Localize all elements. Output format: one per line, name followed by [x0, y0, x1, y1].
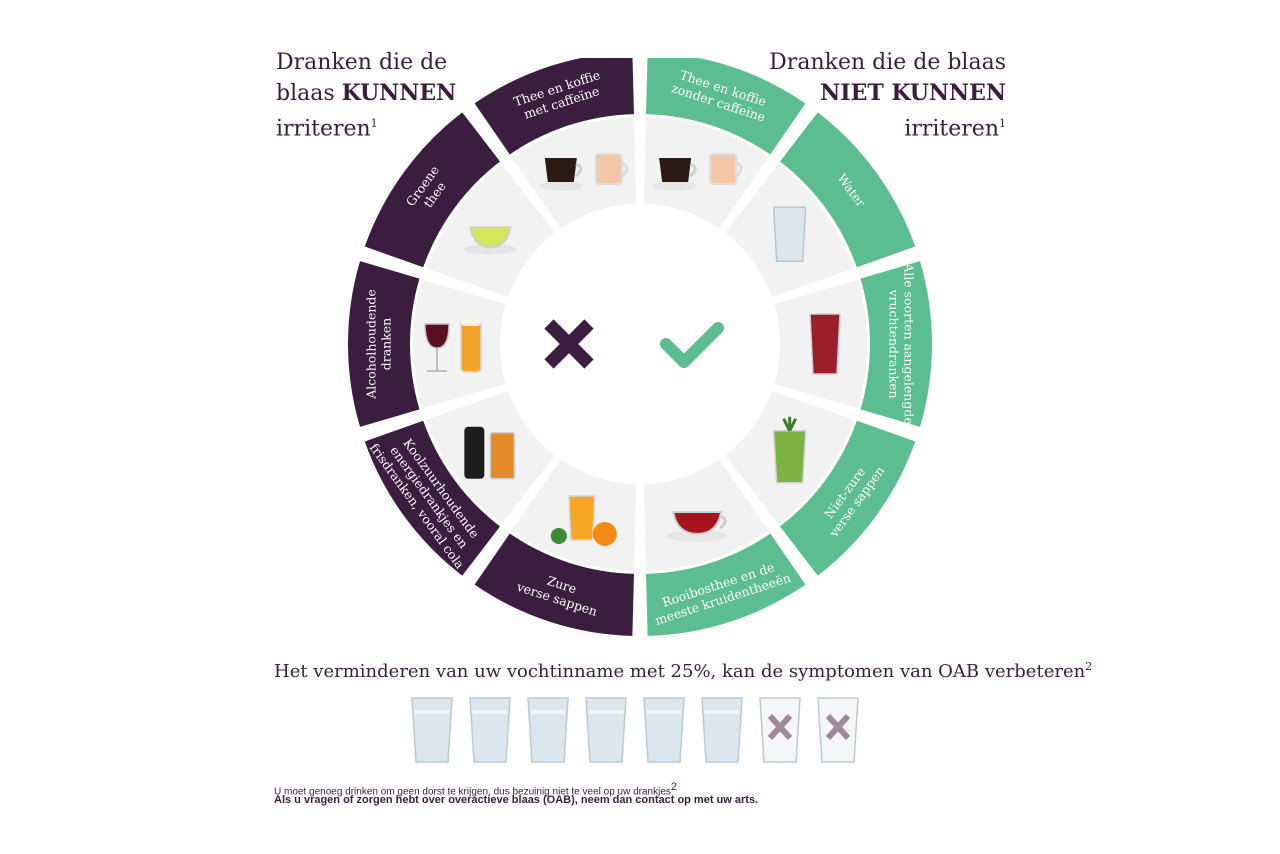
wheel-center	[544, 319, 724, 369]
water-glass-icon	[411, 697, 453, 763]
title-left-bold: KUNNEN	[341, 80, 457, 106]
right-segment-picture-area	[643, 117, 769, 229]
right-drink-icon	[809, 313, 841, 375]
left-drink-icon	[464, 426, 516, 480]
drinks-wheel: Thee en koffiemet caffeïneGroenetheeAlco…	[348, 58, 932, 636]
right-segment-2: Water	[725, 112, 916, 298]
right-segment-3: Alle soorten aangelengdevruchtendranken	[774, 261, 932, 427]
reduce-heading-sup: 2	[1085, 660, 1093, 673]
footnote: U moet genoeg drinken om geen dorst te k…	[274, 781, 677, 797]
left-segment-band	[364, 112, 500, 268]
left-segment-band	[474, 533, 634, 636]
title-left-line3: irriteren1	[276, 109, 496, 144]
right-drink-icon	[772, 416, 807, 484]
title-left-line2-pre: blaas	[276, 81, 342, 106]
right-segment-5: Rooibosthee en demeeste kruidentheeën	[643, 459, 806, 636]
reduce-heading-text: Het verminderen van uw vochtinname met 2…	[274, 661, 1086, 682]
title-right-bold: NIET KUNNEN	[820, 80, 1006, 106]
title-left-line3-text: irriteren	[276, 116, 371, 142]
left-segment-picture-area	[413, 279, 506, 409]
footnote-sup: 2	[670, 781, 678, 793]
right-segment-band	[780, 112, 916, 268]
crossed-glass-icon	[817, 697, 859, 763]
cross-icon	[544, 319, 594, 369]
title-right-line1: Dranken die de blaas	[769, 50, 1006, 75]
title-left-line1: Dranken die de	[276, 50, 448, 75]
right-segment-label: Alle soorten aangelengdevruchtendranken	[887, 262, 917, 424]
right-segment-1: Thee en koffiezonder caffeïne	[643, 58, 806, 229]
left-drink-icon	[464, 226, 517, 255]
title-right-line3: irriteren1	[766, 109, 1006, 144]
left-drink-icon	[538, 153, 629, 192]
left-segment-band	[364, 420, 500, 576]
reduce-heading: Het verminderen van uw vochtinname met 2…	[274, 660, 1092, 682]
left-segment-band	[348, 261, 420, 427]
water-glass-icon	[701, 697, 743, 763]
title-right-sup: 1	[999, 117, 1006, 130]
left-segment-band	[474, 58, 634, 155]
right-drink-icon	[667, 510, 728, 542]
title-left-sup: 1	[370, 117, 378, 130]
left-segment-2: Groenethee	[364, 112, 555, 298]
water-glass-icon	[585, 697, 627, 763]
left-segment-label: Alcoholhoudendedranken	[364, 289, 394, 400]
left-segment-5: Zureverse sappen	[474, 459, 637, 636]
water-glass-icon	[527, 697, 569, 763]
right-segment-band	[780, 420, 916, 576]
title-right-line2: NIET KUNNEN	[766, 78, 1006, 109]
right-segment-band	[860, 261, 932, 427]
left-segment-1: Thee en koffiemet caffeïne	[474, 58, 637, 229]
right-segment-band	[646, 533, 806, 636]
right-drink-icon	[772, 206, 807, 263]
footnote-text: U moet genoeg drinken om geen dorst te k…	[274, 786, 671, 798]
left-drink-icon	[424, 316, 482, 373]
crossed-glass-icon	[759, 697, 801, 763]
left-segment-4: Koolzuurhoudendeenergiedrankjes enfrisdr…	[364, 390, 555, 576]
right-segment-4: Niet-zureverse sappen	[725, 390, 916, 576]
left-segment-3: Alcoholhoudendedranken	[348, 261, 506, 427]
right-drink-icon	[653, 153, 743, 192]
water-glass-icon	[643, 697, 685, 763]
footnote-bold: Als u vragen of zorgen hebt over overact…	[274, 794, 759, 806]
title-right: Dranken die de blaas NIET KUNNEN irriter…	[766, 48, 1006, 144]
title-left-line2: blaas KUNNEN	[276, 78, 496, 109]
glass-row	[411, 697, 859, 763]
title-right-line3-text: irriteren	[904, 116, 999, 142]
water-glass-icon	[469, 697, 511, 763]
check-icon	[660, 322, 724, 368]
title-left: Dranken die de blaas KUNNEN irriteren1	[276, 48, 496, 144]
left-drink-icon	[550, 495, 617, 546]
right-segment-band	[646, 58, 806, 155]
